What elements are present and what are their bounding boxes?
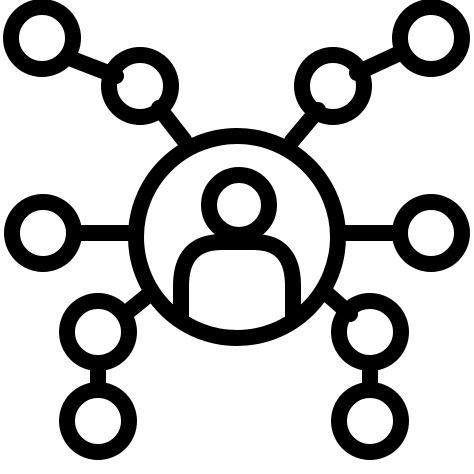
network-nodes	[3, 0, 470, 460]
node-top-left-inner	[101, 47, 179, 125]
node-bottom-left-lower	[59, 382, 137, 460]
node-bottom-left-upper	[59, 293, 137, 371]
node-bottom-right-lower	[331, 382, 409, 460]
node-bottom-right-upper	[331, 293, 409, 371]
person-body	[173, 234, 301, 327]
central-person-group	[128, 128, 346, 346]
node-top-left-outer	[3, 0, 81, 77]
node-top-right-inner	[294, 47, 372, 125]
node-top-right-outer	[392, 0, 470, 77]
person-head	[201, 167, 277, 243]
central-circle	[128, 128, 346, 346]
node-left	[4, 194, 82, 272]
node-right	[392, 194, 470, 272]
